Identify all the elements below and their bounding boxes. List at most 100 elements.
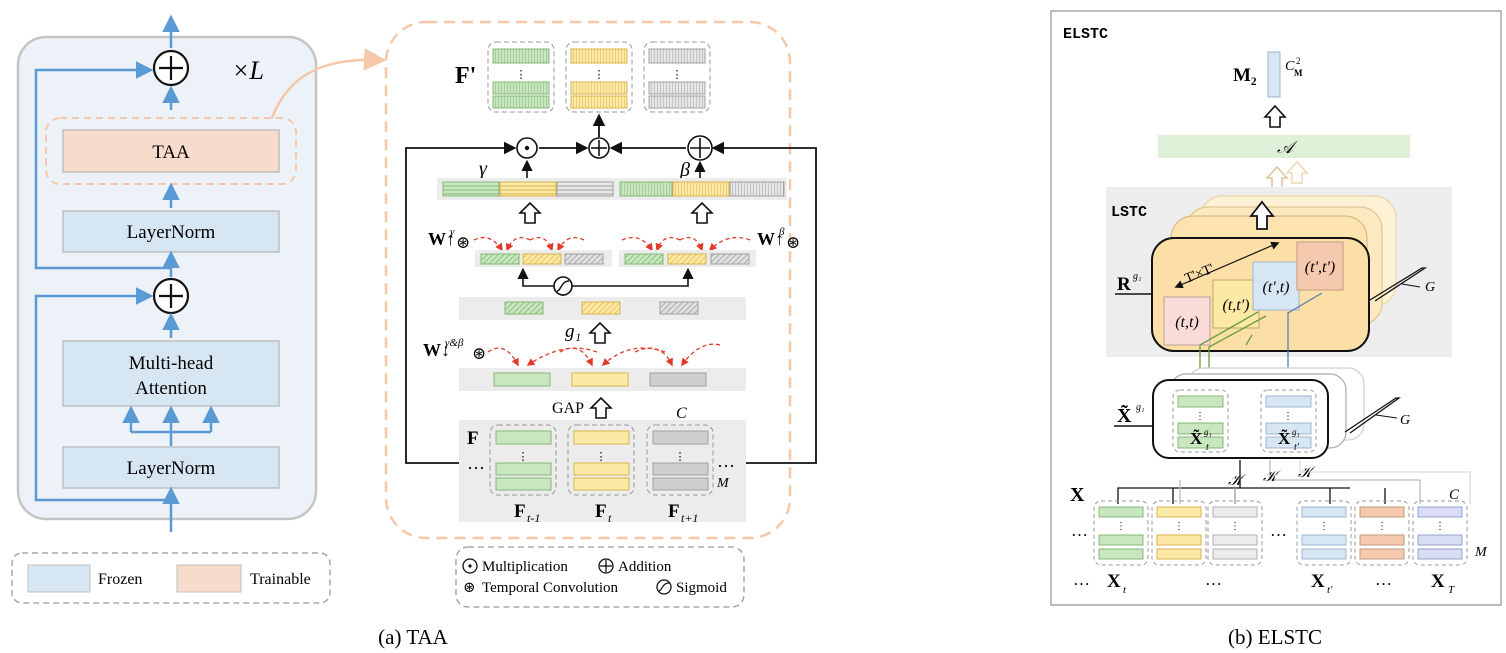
dots-x-left: … — [1071, 521, 1088, 540]
svg-text:⋮: ⋮ — [1377, 521, 1387, 532]
svg-text:γ: γ — [450, 226, 455, 238]
svg-text:2: 2 — [1296, 56, 1301, 66]
c-label-elstc: C — [1449, 487, 1460, 503]
f-t-label: F t — [595, 501, 612, 525]
up-arrow-gamma — [518, 201, 542, 224]
x-label: X — [1070, 484, 1085, 506]
svg-text:t-1: t-1 — [527, 511, 540, 525]
svg-text:X̃: X̃ — [1278, 428, 1291, 448]
beta-green — [619, 181, 673, 197]
svg-text:R: R — [1117, 274, 1131, 295]
top-add-icon — [152, 49, 190, 87]
dots-bottom-3: … — [1375, 570, 1392, 589]
gap-label: GAP — [552, 400, 584, 417]
m2-vector — [1267, 51, 1281, 98]
svg-text:X: X — [1311, 571, 1325, 592]
f-prime-green: ⋮ — [487, 41, 555, 113]
xT-label: X T — [1431, 571, 1455, 596]
m2-label: M₂ — [1233, 65, 1257, 86]
w-down: W↓ γ&β ⊛ — [423, 337, 486, 363]
svg-text:t: t — [1123, 584, 1127, 596]
f-t-minus-label: F t-1 — [514, 501, 540, 525]
r-g1-label: R g₁ — [1115, 271, 1152, 295]
g-bottom-label: G — [1400, 413, 1410, 428]
up-arrow-lstc — [1249, 200, 1275, 230]
attention-label-2: Attention — [135, 378, 207, 399]
svg-text:⋮: ⋮ — [1319, 521, 1329, 532]
svg-text:⋮: ⋮ — [518, 451, 529, 463]
svg-text:t+1: t+1 — [681, 511, 698, 525]
svg-text:⋮: ⋮ — [1195, 411, 1205, 422]
temporal-conv-legend-icon: ⊛ — [463, 580, 476, 596]
bottom-add-icon — [152, 277, 190, 315]
svg-text:X̃: X̃ — [1190, 428, 1203, 448]
svg-text:g₁: g₁ — [1204, 427, 1212, 437]
taa-detail: F' ⋮ ⋮ ⋮ — [384, 20, 817, 540]
multiplication-icon — [516, 137, 538, 159]
elstc-title: ELSTC — [1063, 26, 1108, 43]
beta-yellow — [672, 181, 730, 197]
svg-text:t': t' — [1294, 442, 1300, 453]
svg-text:F: F — [514, 501, 526, 522]
svg-text:X: X — [1107, 571, 1121, 592]
tt-cell — [1163, 296, 1211, 346]
ttp-label: (t,t') — [1223, 297, 1250, 314]
attn-bar — [1158, 135, 1410, 158]
f-group-green: ⋮ — [489, 424, 557, 496]
multiplication-label: Multiplication — [482, 559, 568, 575]
svg-text:X: X — [1431, 571, 1445, 592]
residual-top — [34, 61, 171, 270]
frozen-swatch — [27, 564, 91, 593]
f-prime-gray: ⋮ — [643, 41, 711, 113]
dots-left-taa: … — [467, 453, 485, 473]
svg-text:⋮: ⋮ — [1435, 521, 1445, 532]
f-label: F — [467, 428, 479, 449]
size-arrow — [1174, 241, 1280, 289]
svg-text:⋮: ⋮ — [1116, 521, 1126, 532]
taa-box — [62, 129, 280, 173]
f-t-plus-label: F t+1 — [668, 501, 698, 525]
svg-text:M: M — [1294, 68, 1303, 78]
svg-text:⋮: ⋮ — [1230, 521, 1240, 532]
tpt-label: (t',t) — [1263, 279, 1290, 296]
layernorm-bottom-label: LayerNorm — [127, 458, 216, 479]
xt-label: X t — [1107, 571, 1127, 596]
svg-text:⋮: ⋮ — [516, 69, 527, 81]
svg-text:t: t — [608, 511, 612, 525]
dots-x-mid: … — [1270, 521, 1287, 540]
tpt-cell — [1252, 261, 1300, 311]
addition-label: Addition — [618, 559, 672, 575]
sigmoid-label: Sigmoid — [676, 580, 727, 596]
c-label-taa: C — [676, 405, 687, 422]
svg-text:t': t' — [1327, 584, 1333, 596]
f-group-gray: ⋮ — [646, 424, 714, 496]
svg-text:γ&β: γ&β — [445, 337, 464, 349]
f-prime-label: F' — [455, 63, 476, 89]
gamma-yellow — [499, 181, 557, 197]
svg-text:g₁: g₁ — [1136, 402, 1144, 413]
svg-text:W↓: W↓ — [423, 340, 450, 360]
repeat-label: ×L — [232, 56, 264, 85]
xtp-label: X t' — [1311, 571, 1333, 596]
caption-b: (b) ELSTC — [1228, 625, 1322, 649]
svg-text:F: F — [595, 501, 607, 522]
svg-text:⋮: ⋮ — [672, 69, 683, 81]
trainable-label: Trainable — [250, 571, 311, 588]
tptp-label: (t',t') — [1305, 259, 1335, 276]
taa-detail-frame — [384, 20, 792, 540]
svg-text:⋮: ⋮ — [596, 451, 607, 463]
svg-text:g₁: g₁ — [1292, 427, 1300, 437]
multiplication-legend-icon — [462, 558, 478, 574]
k-branches — [1117, 460, 1471, 504]
taa-label: TAA — [152, 142, 190, 163]
x-tilde-t-group: ⋮ X̃ g₁ t — [1172, 389, 1229, 453]
temporal-conv-label: Temporal Convolution — [482, 580, 619, 596]
svg-text:W↑: W↑ — [757, 229, 784, 249]
up-arrow-m2 — [1263, 104, 1287, 128]
svg-text:⊛: ⊛ — [472, 344, 486, 363]
svg-text:⋮: ⋮ — [594, 69, 605, 81]
svg-text:⋮: ⋮ — [1174, 521, 1184, 532]
up-arrow-beta — [690, 201, 714, 224]
x-tilde-tprime-group: ⋮ X̃ g₁ t' — [1260, 389, 1317, 453]
